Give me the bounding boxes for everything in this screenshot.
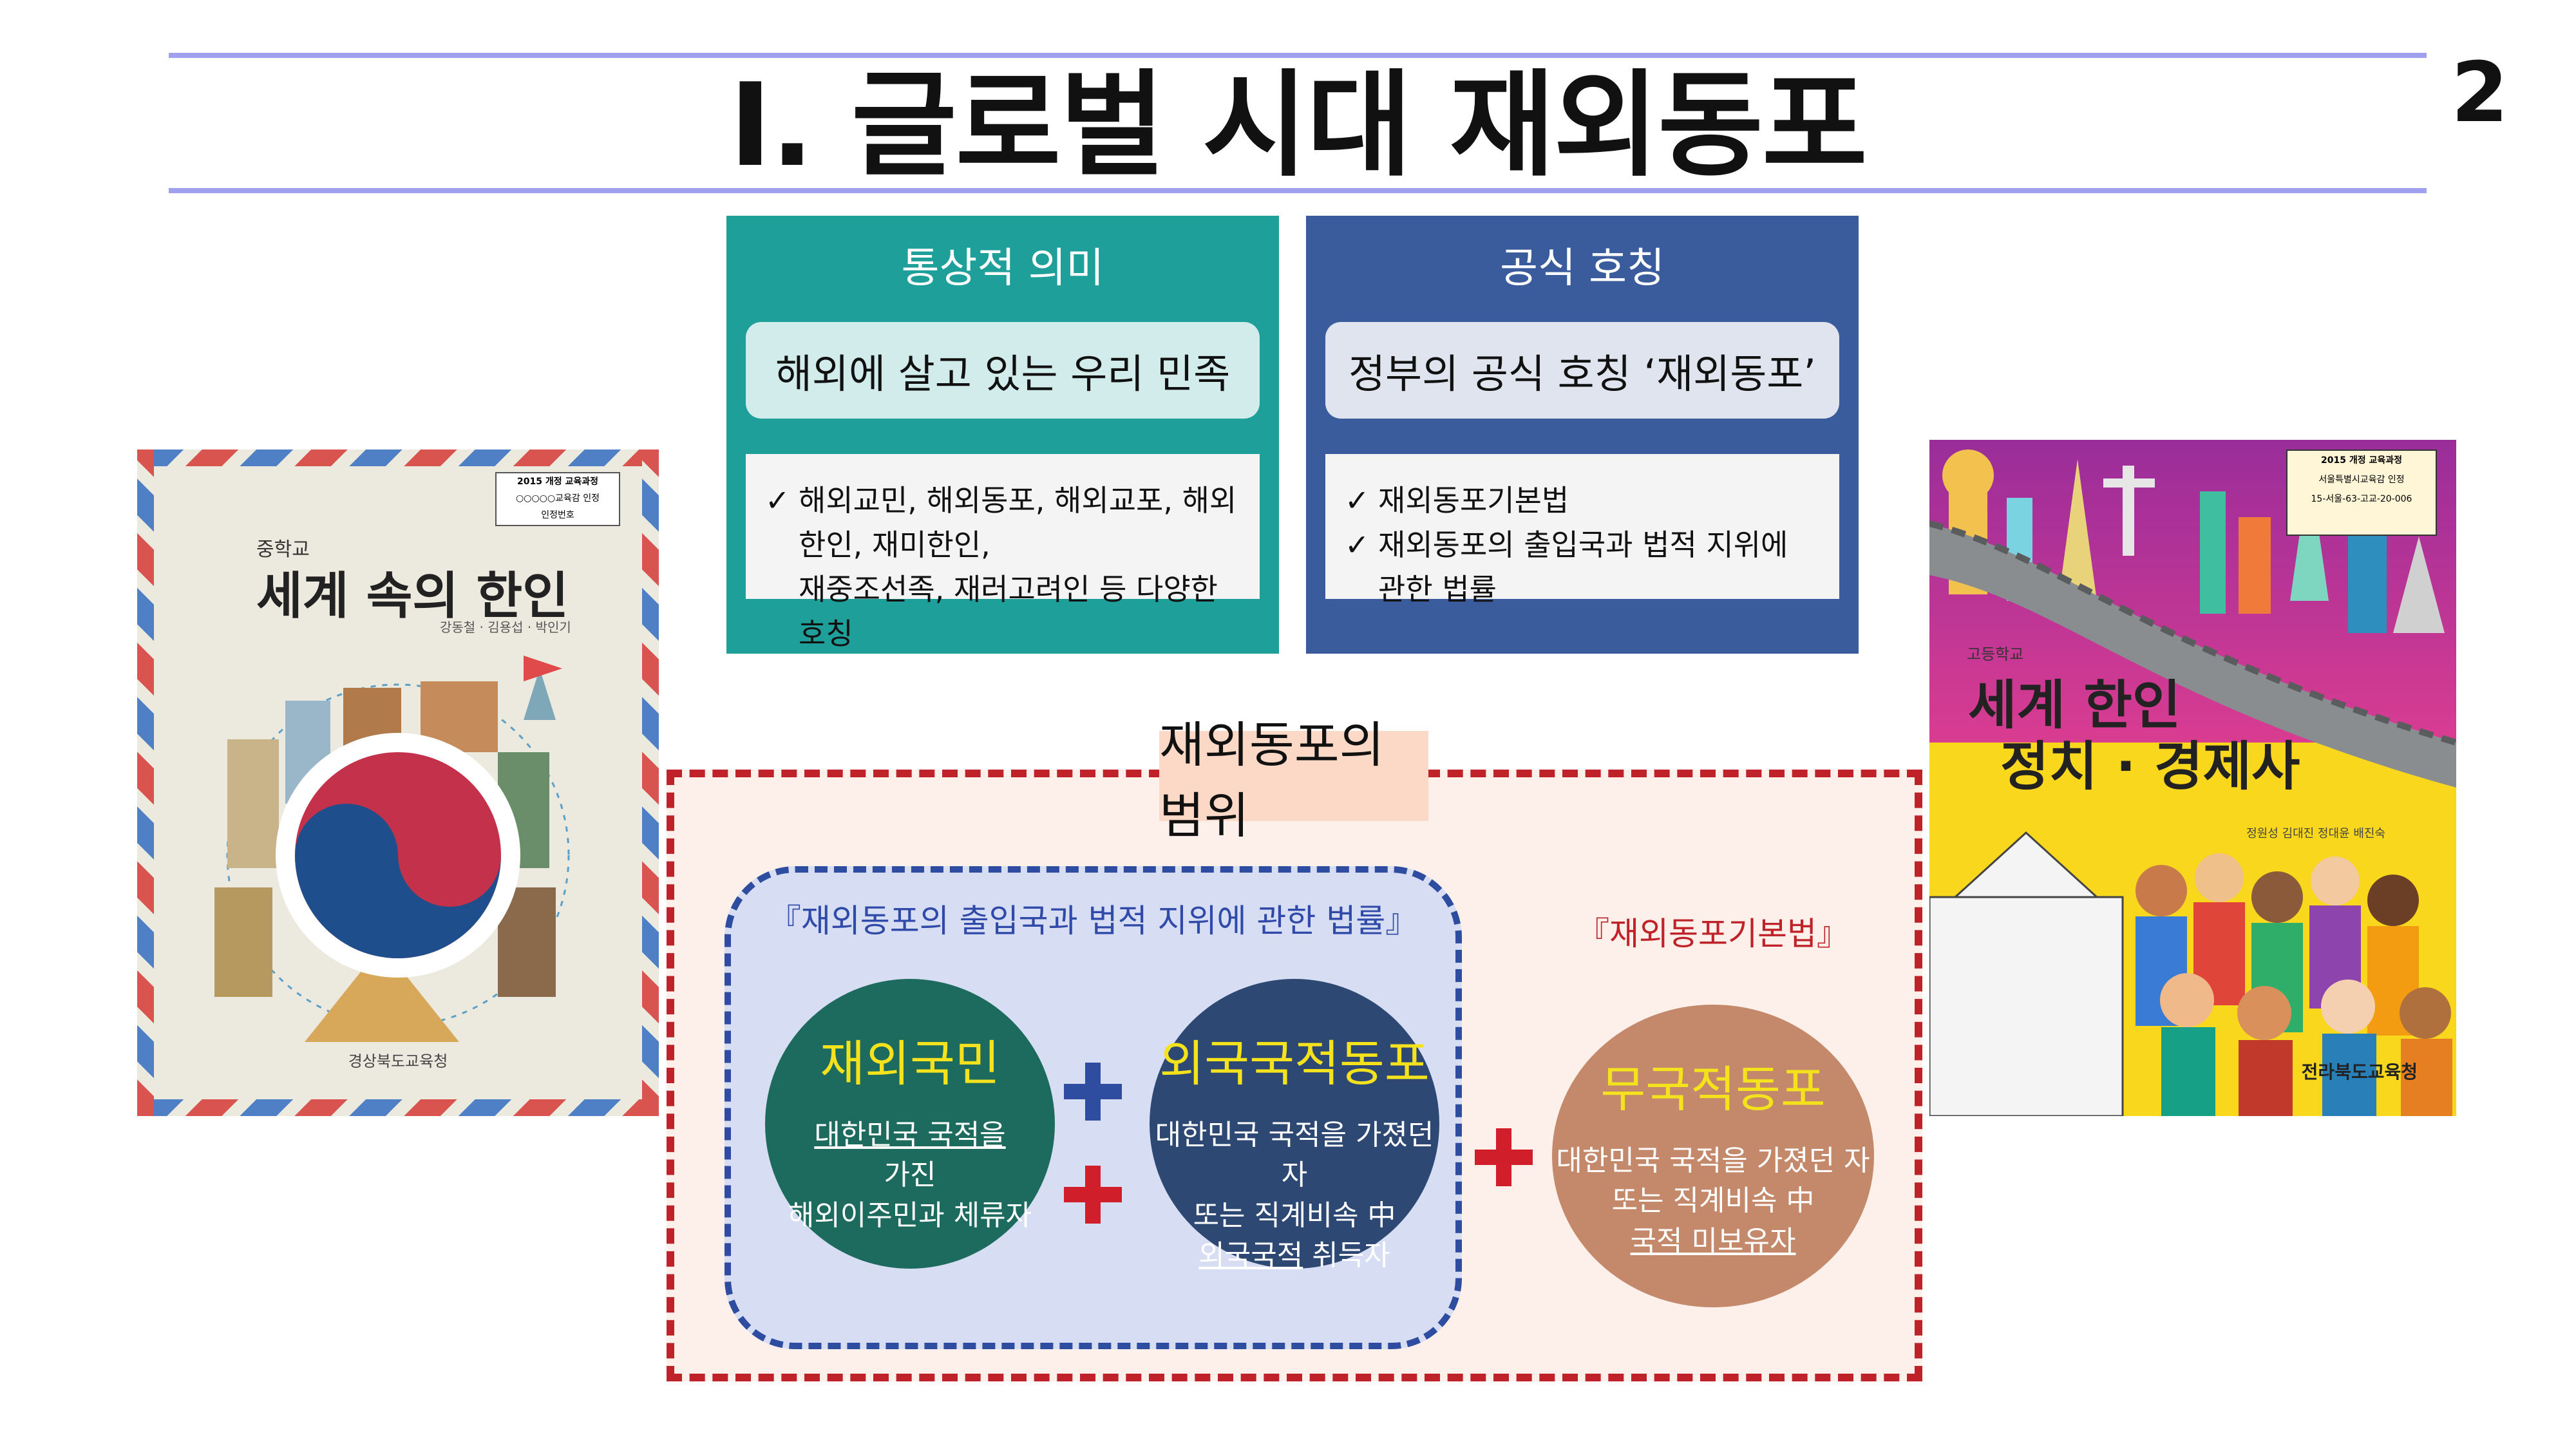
official-name-summary: 정부의 공식 호칭 ‘재외동포’	[1325, 322, 1839, 419]
book-title: 세계 속의 한인	[256, 567, 569, 625]
immigration-law-label: 『재외동포의 출입국과 법적 지위에 관한 법률』	[768, 902, 1418, 940]
common-meaning-title: 통상적 의미	[901, 245, 1104, 292]
page-title: Ⅰ. 글로벌 시대 재외동포	[729, 59, 1868, 192]
list-item: ✓ 재외동포기본법	[1345, 478, 1820, 523]
check-icon: ✓	[1345, 483, 1370, 518]
book-publisher: 전라북도교육청	[2301, 1061, 2418, 1083]
circle-line: 대한민국 국적을 가졌던 자	[1155, 1119, 1434, 1192]
circle-title: 외국국적동포	[1159, 1035, 1430, 1092]
list-item: ✓ 해외교민, 해외동포, 해외교포, 해외한인, 재미한인,	[765, 478, 1240, 567]
globe-landmarks-illustration	[214, 656, 570, 1042]
list-indent	[765, 567, 799, 656]
circle-line: 대한민국 국적을 가졌던 자	[1556, 1144, 1870, 1177]
circle-title: 재외국민	[820, 1035, 1000, 1092]
book-subtitle: 정치 · 경제사	[2000, 736, 2300, 797]
book-authors: 정원성 김대진 정대윤 배진숙	[2246, 827, 2385, 840]
airmail-border	[137, 450, 154, 1116]
official-name-title: 공식 호칭	[1500, 245, 1665, 292]
stateless-compatriot-circle: 무국적동포 대한민국 국적을 가졌던 자 또는 직계비속 中 국적 미보유자	[1552, 1005, 1874, 1307]
badge-line: 15-서울-63-고교-20-006	[2311, 494, 2412, 504]
airmail-border	[137, 450, 659, 466]
textbook-cover-middle-school: 2015 개정 교육과정 ○○○○○교육감 인정 인정번호 중학교 세계 속의 …	[137, 450, 659, 1116]
plus-icon	[1064, 1063, 1122, 1121]
common-meaning-panel: 통상적 의미 해외에 살고 있는 우리 민족 ✓ 해외교민, 해외동포, 해외교…	[726, 216, 1279, 654]
book-publisher: 경상북도교육청	[348, 1052, 448, 1070]
book-title: 세계 한인	[1968, 675, 2181, 736]
textbook-cover-high-school: 2015 개정 교육과정 서울특별시교육감 인정 15-서울-63-고교-20-…	[1929, 440, 2456, 1116]
curriculum-badge: 2015 개정 교육과정 서울특별시교육감 인정 15-서울-63-고교-20-…	[2286, 450, 2437, 536]
official-name-panel: 공식 호칭 정부의 공식 호칭 ‘재외동포’ ✓ 재외동포기본법 ✓ 재외동포의…	[1306, 216, 1859, 654]
badge-line: 2015 개정 교육과정	[2321, 455, 2402, 466]
circle-line: 해외이주민과 체류자	[788, 1198, 1032, 1232]
list-item-text: 해외교민, 해외동포, 해외교포, 해외한인, 재미한인,	[799, 483, 1237, 562]
overseas-national-circle: 재외국민 대한민국 국적을 가진 해외이주민과 체류자	[765, 979, 1055, 1269]
curriculum-badge: 2015 개정 교육과정 ○○○○○교육감 인정 인정번호	[495, 472, 620, 526]
circle-line-emphasis: 외국국적	[1198, 1239, 1303, 1273]
book-school-level: 중학교	[256, 538, 310, 561]
plus-icon	[1475, 1128, 1533, 1186]
circle-line: 외국국적 취득자	[1198, 1236, 1390, 1276]
airmail-border	[642, 450, 659, 1116]
common-meaning-summary: 해외에 살고 있는 우리 민족	[746, 322, 1260, 419]
airmail-border	[137, 1099, 659, 1116]
circle-line-rest: 취득자	[1303, 1239, 1390, 1273]
title-top-rule	[169, 53, 2427, 58]
circle-line: 또는 직계비속 中	[1611, 1184, 1815, 1218]
circle-line: 국적 미보유자	[1630, 1224, 1796, 1258]
badge-line: 인정번호	[541, 510, 574, 520]
title-bottom-rule	[169, 188, 2427, 193]
people-illustration	[1929, 831, 2452, 1116]
foreign-national-compatriot-circle: 외국국적동포 대한민국 국적을 가졌던 자 또는 직계비속 中 외국국적 취득자	[1150, 979, 1439, 1272]
landmarks-great-wall-illustration	[1929, 450, 2456, 788]
plus-icon	[1064, 1166, 1122, 1224]
basic-law-label: 『재외동포기본법』	[1577, 915, 1849, 952]
list-item: 재중조선족, 재러고려인 등 다양한 호칭	[765, 567, 1240, 656]
list-item-text: 재외동포기본법	[1378, 483, 1569, 518]
circle-line: 또는 직계비속 中	[1193, 1198, 1396, 1232]
check-icon: ✓	[1345, 527, 1370, 562]
list-item-text: 재중조선족, 재러고려인 등 다양한 호칭	[799, 572, 1218, 651]
book-school-level: 고등학교	[1967, 645, 2024, 663]
list-item: ✓ 재외동포의 출입국과 법적 지위에 관한 법률	[1345, 523, 1820, 612]
badge-line: 서울특별시교육감 인정	[2318, 475, 2405, 485]
circle-line: 가진	[884, 1159, 936, 1192]
check-icon: ✓	[765, 483, 790, 518]
book-authors: 강동철 · 김용섭 · 박인기	[440, 620, 571, 635]
page-number: 2	[2450, 45, 2508, 141]
list-item-text: 재외동포의 출입국과 법적 지위에 관한 법률	[1378, 527, 1788, 607]
circle-title: 무국적동포	[1600, 1061, 1826, 1118]
badge-line: 2015 개정 교육과정	[517, 477, 598, 487]
badge-line: ○○○○○교육감 인정	[516, 493, 600, 504]
scope-title: 재외동포의 범위	[1159, 716, 1428, 844]
official-name-list: ✓ 재외동포기본법 ✓ 재외동포의 출입국과 법적 지위에 관한 법률	[1325, 454, 1839, 607]
common-meaning-list: ✓ 해외교민, 해외동포, 해외교포, 해외한인, 재미한인, 재중조선족, 재…	[746, 454, 1260, 651]
circle-line: 대한민국 국적을	[814, 1119, 1006, 1151]
